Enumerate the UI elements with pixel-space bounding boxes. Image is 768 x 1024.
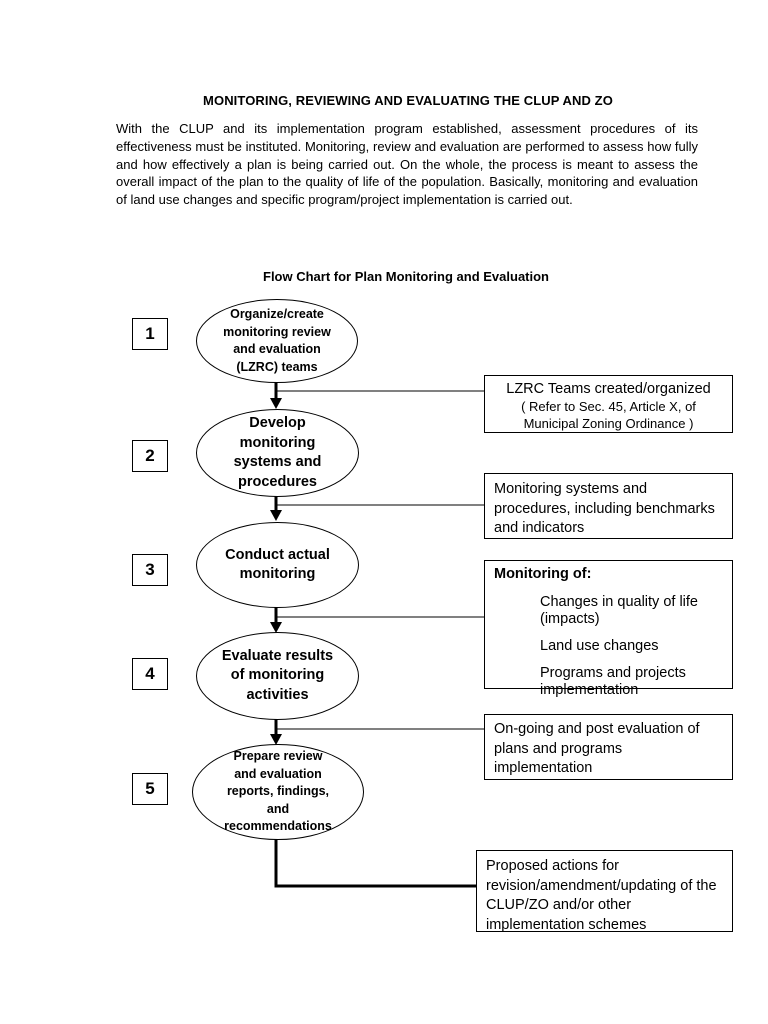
step-oval-3: Conduct actual monitoring	[196, 522, 359, 608]
intro-paragraph: With the CLUP and its implementation pro…	[116, 121, 698, 208]
step-oval-1: Organize/create monitoring review and ev…	[196, 299, 358, 383]
step-oval-4: Evaluate results of monitoring activitie…	[196, 632, 359, 720]
step-number-2: 2	[132, 440, 168, 472]
flowchart-title: Flow Chart for Plan Monitoring and Evalu…	[263, 269, 549, 284]
step-number-3: 3	[132, 554, 168, 586]
arrowhead-4	[270, 622, 282, 633]
arrowhead-2	[270, 398, 282, 409]
step-oval-5: Prepare review and evaluation reports, f…	[192, 744, 364, 840]
page-heading: MONITORING, REVIEWING AND EVALUATING THE…	[203, 93, 613, 108]
monitoring-item-land-use: Land use changes	[540, 637, 659, 654]
step-oval-2: Develop monitoring systems and procedure…	[196, 409, 359, 497]
monitoring-item-programs: Programs and projects implementation	[540, 665, 686, 698]
lzrc-reference: ( Refer to Sec. 45, Article X, of Munici…	[521, 399, 696, 431]
monitoring-heading: Monitoring of:	[494, 566, 592, 582]
monitoring-item-quality: Changes in quality of life (impacts)	[540, 593, 698, 627]
step-number-5: 5	[132, 773, 168, 805]
step-number-1: 1	[132, 318, 168, 350]
output-box-lzrc: LZRC Teams created/organized ( Refer to …	[484, 375, 733, 433]
output-box-evaluation: On-going and post evaluation of plans an…	[484, 714, 733, 780]
arrowhead-5	[270, 734, 282, 745]
output-box-systems: Monitoring systems and procedures, inclu…	[484, 473, 733, 539]
lzrc-title: LZRC Teams created/organized	[506, 381, 711, 397]
final-connector	[274, 838, 478, 888]
step-number-4: 4	[132, 658, 168, 690]
output-box-actions: Proposed actions for revision/amendment/…	[476, 850, 733, 933]
output-box-monitoring: Monitoring of: Changes in quality of lif…	[484, 560, 733, 698]
arrowhead-3	[270, 510, 282, 521]
